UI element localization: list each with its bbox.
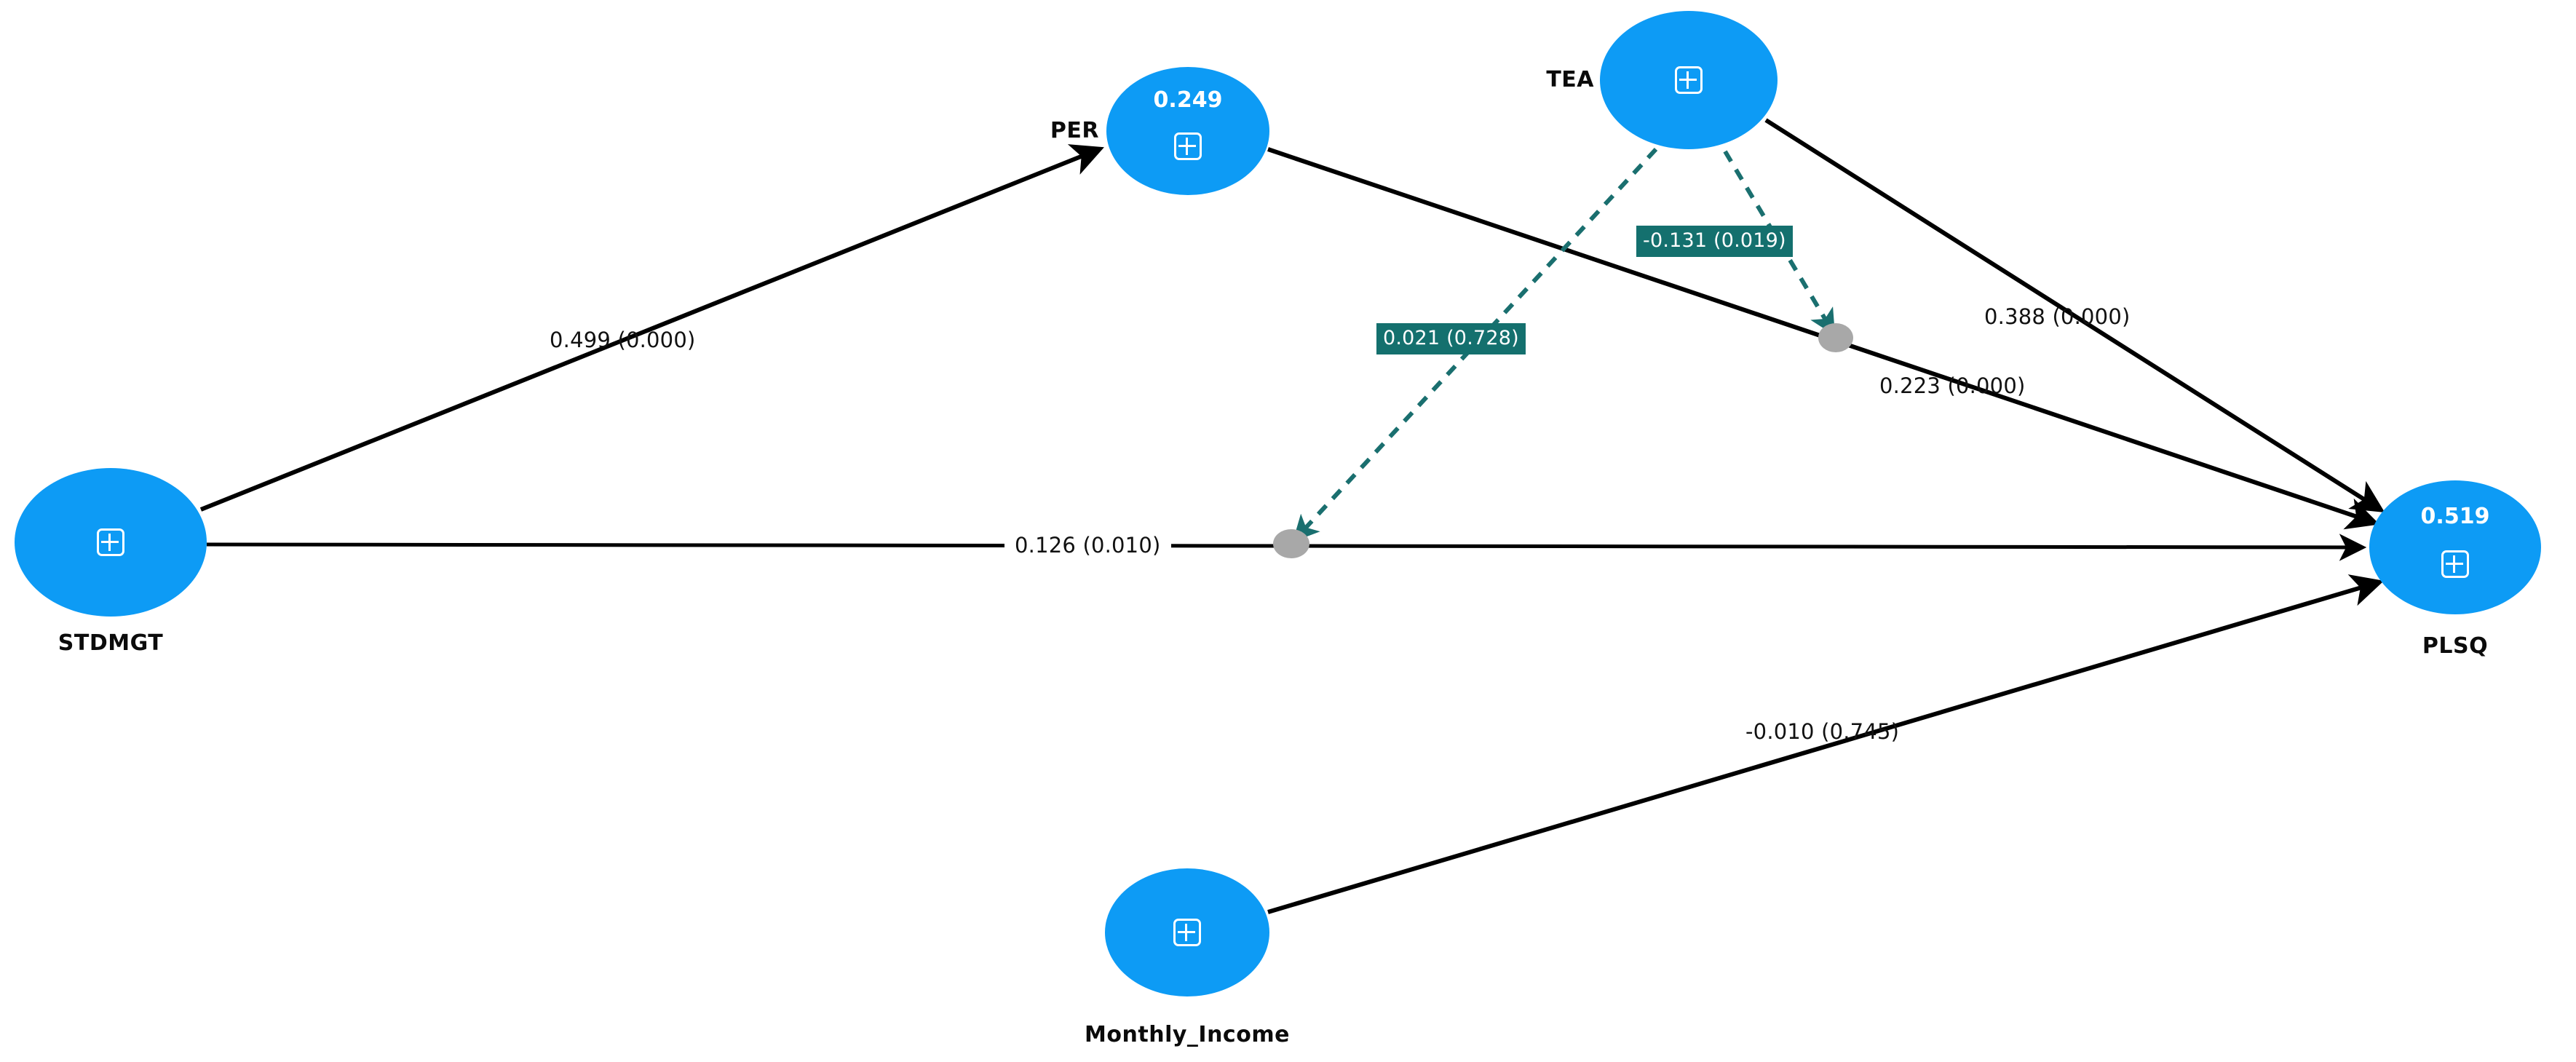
path-line-stdmgt-per bbox=[199, 144, 1104, 512]
node-r2-plsq: 0.519 bbox=[2420, 504, 2490, 529]
node-r2-per: 0.249 bbox=[1153, 87, 1223, 113]
node-label-per: PER bbox=[1050, 118, 1099, 143]
moderation-line-tea-x-per-plsq bbox=[1723, 150, 1836, 336]
node-plsq[interactable] bbox=[2369, 480, 2541, 614]
moderation-endpoint-dot-stdmgt-plsq bbox=[1273, 529, 1309, 558]
moderation-line-tea-x-stdmgt-plsq bbox=[1292, 147, 1658, 542]
node-label-tea: TEA bbox=[1546, 67, 1594, 92]
path-label-stdmgt-per: 0.499 (0.000) bbox=[550, 328, 696, 352]
node-label-stdmgt: STDMGT bbox=[58, 630, 164, 656]
path-label-income-plsq: -0.010 (0.745) bbox=[1745, 719, 1900, 744]
expand-plus-icon[interactable] bbox=[2441, 550, 2469, 578]
path-line-income-plsq bbox=[1267, 574, 2385, 914]
expand-plus-icon[interactable] bbox=[1174, 132, 1202, 160]
moderation-label-tea-x-stdmgt-plsq: 0.021 (0.728) bbox=[1376, 323, 1526, 354]
moderation-label-tea-x-per-plsq: -0.131 (0.019) bbox=[1636, 226, 1793, 257]
path-line-tea-plsq bbox=[1764, 118, 2385, 513]
node-per[interactable] bbox=[1106, 67, 1269, 195]
node-label-plsq: PLSQ bbox=[2422, 633, 2489, 659]
expand-plus-icon[interactable] bbox=[97, 528, 124, 556]
expand-plus-icon[interactable] bbox=[1173, 919, 1201, 946]
path-label-tea-plsq: 0.388 (0.000) bbox=[1984, 304, 2131, 329]
expand-plus-icon[interactable] bbox=[1675, 66, 1703, 94]
path-label-stdmgt-plsq: 0.126 (0.010) bbox=[1004, 531, 1171, 559]
path-label-per-plsq: 0.223 (0.000) bbox=[1879, 373, 2026, 398]
moderation-endpoint-dot-per-plsq bbox=[1818, 323, 1853, 352]
node-label-monthly-income: Monthly_Income bbox=[1085, 1022, 1290, 1047]
